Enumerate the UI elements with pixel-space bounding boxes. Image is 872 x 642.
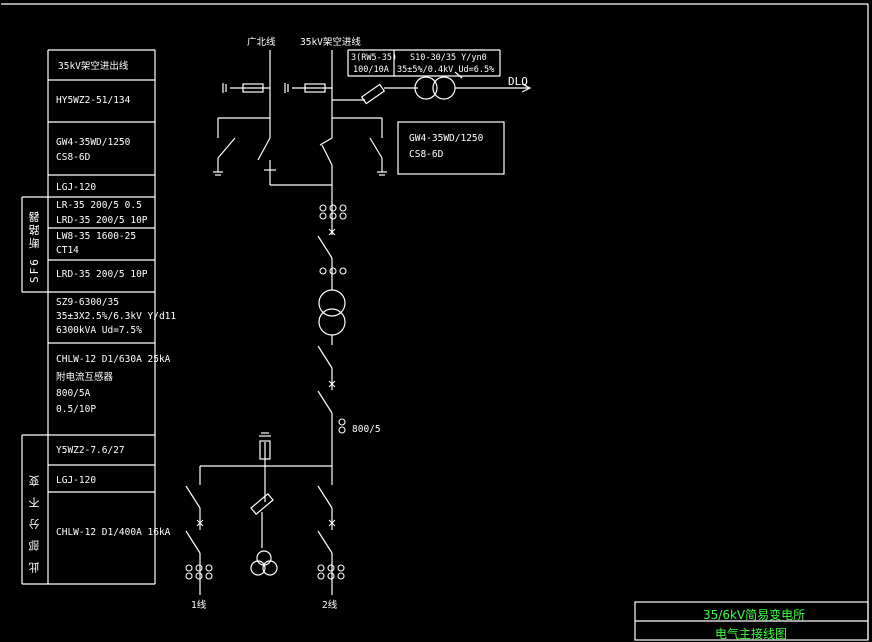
group-label-unchanged: 此 部 分 不 变 xyxy=(28,473,41,574)
feeder-1 xyxy=(185,485,201,595)
group-label-sf6: SF6 断路器 xyxy=(28,209,41,284)
table-row-3b: CS8-6D xyxy=(56,152,91,163)
table-row-4: LGJ-120 xyxy=(56,182,97,193)
station-transformer-label-1: S10-30/35 Y/yn0 xyxy=(410,53,487,63)
table-row-11: LGJ-120 xyxy=(56,475,97,486)
table-row-1: 35kV架空进出线 xyxy=(58,61,129,72)
table-row-9b: 附电流互感器 xyxy=(56,372,114,383)
table-row-8a: SZ9-6300/35 xyxy=(56,297,119,308)
feeder-2 xyxy=(317,485,333,595)
table-row-3a: GW4-35WD/1250 xyxy=(56,137,131,148)
table-row-7: LRD-35 200/5 10P xyxy=(56,269,148,280)
title-block-line-1: 35/6kV简易变电所 xyxy=(703,608,806,622)
table-row-9d: 0.5/10P xyxy=(56,404,97,415)
line-label-35kv: 35kV架空进线 xyxy=(300,37,361,48)
gw4-right-label-1: GW4-35WD/1250 xyxy=(409,133,484,144)
dlq-label: DLQ xyxy=(508,75,528,88)
current-transformers xyxy=(185,204,347,580)
station-transformer-label-2: 35±5%/0.4kV Ud=6.5% xyxy=(397,65,495,75)
ct-ratio-label: 800/5 xyxy=(352,424,381,435)
feeder-1-label: 1线 xyxy=(191,600,207,611)
fuse-label-1: 3(RW5-35) xyxy=(351,53,398,63)
main-trunk xyxy=(199,185,346,485)
incoming-line-guangbei xyxy=(217,50,271,138)
table-row-5b: LRD-35 200/5 10P xyxy=(56,215,148,226)
table-row-9a: CHLW-12 D1/630A 25kA xyxy=(56,354,171,365)
feeder-2-label: 2线 xyxy=(322,600,338,611)
gw4-note-box xyxy=(397,121,505,175)
table-row-5a: LR-35 200/5 0.5 xyxy=(56,200,142,211)
table-row-8b: 35±3X2.5%/6.3kV Y/d11 xyxy=(56,311,177,322)
table-row-12: CHLW-12 D1/400A 16kA xyxy=(56,527,171,538)
table-row-2: HY5WZ2-51/134 xyxy=(56,95,131,106)
line-label-guangbei: 广北线 xyxy=(247,37,276,48)
incoming-line-35kv xyxy=(284,50,532,138)
table-row-10: Y5WZ2-7.6/27 xyxy=(56,445,125,456)
table-row-8c: 6300kVA Ud=7.5% xyxy=(56,325,142,336)
table-row-6b: CT14 xyxy=(56,245,79,256)
table-row-6a: LW8-35 1600-25 xyxy=(56,231,137,242)
equipment-table-grid xyxy=(21,49,156,585)
title-block-line-2: 电气主接线图 xyxy=(715,627,788,641)
gw4-right-label-2: CS8-6D xyxy=(409,149,444,160)
gw4-disconnectors xyxy=(213,128,387,186)
fuse-label-2: 100/10A xyxy=(353,65,389,75)
table-row-9c: 800/5A xyxy=(56,388,91,399)
pt-branch xyxy=(250,466,278,576)
breaker-marks xyxy=(196,228,336,527)
